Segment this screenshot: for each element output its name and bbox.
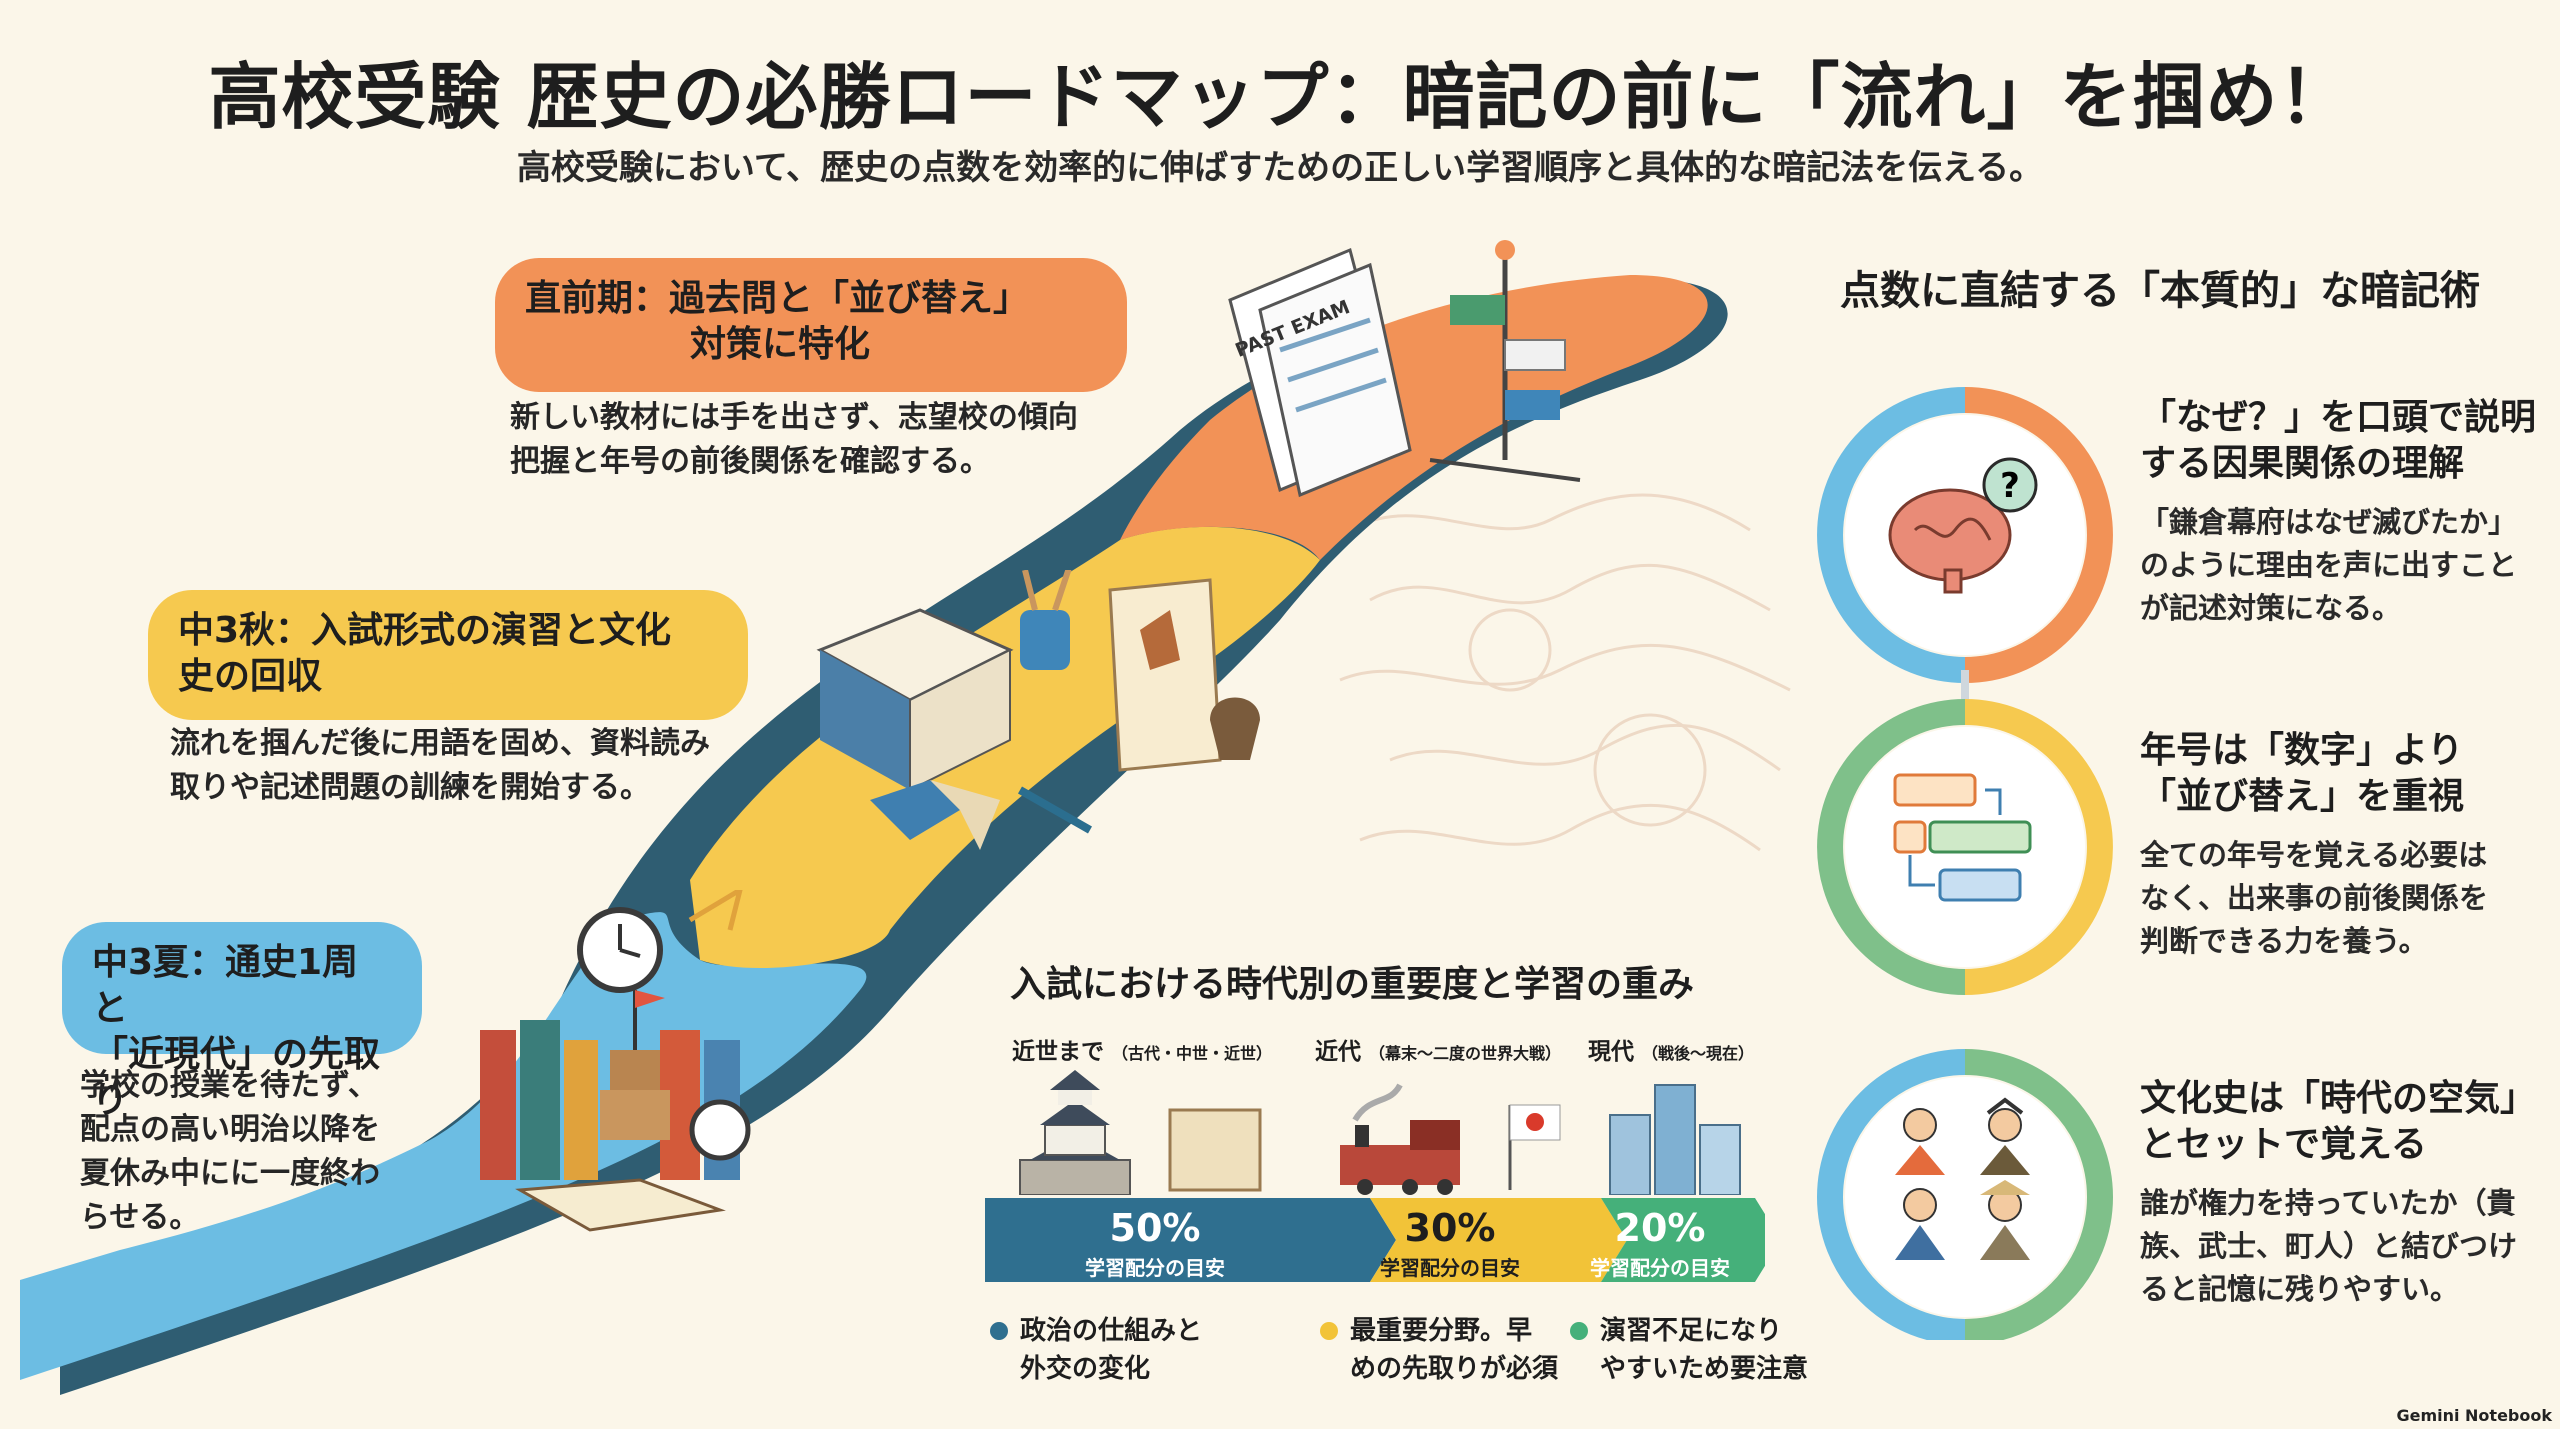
technique-2-title: 年号は「数字」より「並び替え」を重視 bbox=[2140, 730, 2465, 817]
technique-2-desc: 全ての年号を覚える必要はなく、出来事の前後関係を判断できる力を養う。 bbox=[2140, 838, 2489, 958]
historical-people-icon bbox=[1895, 1097, 2030, 1260]
technique-1: 「なぜ？」を口頭で説明する因果関係の理解 「鎌倉幕府はなぜ滅びたか」のように理由… bbox=[2140, 395, 2550, 630]
brand-label: Gemini Notebook bbox=[2396, 1406, 2552, 1425]
page-title: 高校受験 歴史の必勝ロードマップ：暗記の前に「流れ」を掴め！ bbox=[208, 55, 2352, 139]
technique-1-title: 「なぜ？」を口頭で説明する因果関係の理解 bbox=[2140, 397, 2537, 484]
scroll-icon bbox=[1168, 1108, 1262, 1192]
page-subtitle: 高校受験において、歴史の点数を効率的に伸ばすための正しい学習順序と具体的な暗記法… bbox=[516, 148, 2044, 188]
stage-final-desc: 新しい教材には手を出さず、志望校の傾向 把握と年号の前後関係を確認する。 bbox=[510, 400, 1078, 479]
steam-train-icon bbox=[1340, 1083, 1460, 1195]
note-dot-early bbox=[990, 1322, 1008, 1340]
era-label-contemporary: 現代 （戦後～現在） bbox=[1588, 1039, 1755, 1065]
svg-text:?: ? bbox=[2000, 466, 2020, 506]
book-scroll-puzzle-illustration bbox=[816, 570, 1260, 850]
stage-autumn-bubble: 中3秋：入試形式の演習と文化 史の回収 bbox=[148, 590, 748, 720]
note-early: 政治の仕組みと外交の変化 bbox=[1020, 1316, 1203, 1384]
bar-label-early-sub: 学習配分の目安 bbox=[1085, 1256, 1225, 1280]
note-dot-contemporary bbox=[1570, 1322, 1588, 1340]
stage-autumn-desc: 流れを掴んだ後に用語を固め、資料読み 取りや記述問題の訓練を開始する。 bbox=[170, 726, 710, 805]
japan-flag-icon bbox=[1508, 1104, 1561, 1190]
stage-final-bubble: 直前期：過去問と「並び替え」 対策に特化 bbox=[495, 258, 1127, 392]
chart-title: 入試における時代別の重要度と学習の重み bbox=[1010, 964, 1695, 1005]
books-clock-illustration bbox=[480, 890, 751, 1232]
stage-summer-bubble: 中3夏：通史1周と 「近現代」の先取り bbox=[62, 922, 422, 1121]
past-exam-illustration bbox=[1228, 240, 1581, 498]
technique-3-desc: 誰が権力を持っていたか（貴族、武士、町人）と結びつけると記憶に残りやすい。 bbox=[2140, 1186, 2518, 1306]
stage-final-title-1: 直前期：過去問と「並び替え」 bbox=[525, 278, 1030, 319]
note-contemporary: 演習不足になりやすいため要注意 bbox=[1600, 1316, 1809, 1384]
stage-final-title-2: 対策に特化 bbox=[690, 324, 871, 365]
path-blue-segment bbox=[20, 912, 867, 1380]
note-modern: 最重要分野。早めの先取りが必須 bbox=[1350, 1316, 1559, 1384]
stage-summer-desc: 学校の授業を待たず、 配点の高い明治以降を 夏休み中にに一度終わ らせる。 bbox=[80, 1068, 380, 1235]
era-label-modern: 近代 （幕末～二度の世界大戦） bbox=[1315, 1039, 1562, 1065]
technique-3: 文化史は「時代の空気」とセットで覚える 誰が権力を持っていたか（貴族、武士、町人… bbox=[2140, 1076, 2550, 1311]
bar-segment-2 bbox=[1601, 1198, 1765, 1282]
bar-segment-1 bbox=[1370, 1198, 1627, 1282]
technique-2: 年号は「数字」より「並び替え」を重視 全ての年号を覚える必要はなく、出来事の前後… bbox=[2140, 728, 2550, 963]
note-dot-modern bbox=[1320, 1322, 1338, 1340]
bar-segment-0 bbox=[985, 1198, 1396, 1282]
bar-label-modern-sub: 学習配分の目安 bbox=[1380, 1256, 1520, 1280]
brain-question-icon: ? bbox=[1888, 457, 2038, 594]
sequence-flow-icon bbox=[1893, 773, 2032, 902]
technique-3-title: 文化史は「時代の空気」とセットで覚える bbox=[2140, 1078, 2537, 1165]
bar-label-contemporary-sub: 学習配分の目安 bbox=[1590, 1256, 1730, 1280]
modern-buildings-icon bbox=[1609, 1084, 1741, 1195]
bar-label-contemporary-pct: 20% bbox=[1614, 1206, 1706, 1250]
era-weight-bar bbox=[985, 1198, 1765, 1282]
era-illustrations bbox=[1019, 1070, 1741, 1195]
technique-1-desc: 「鎌倉幕府はなぜ滅びたか」のように理由を声に出すことが記述対策になる。 bbox=[2140, 505, 2518, 625]
castle-icon bbox=[1019, 1070, 1131, 1195]
era-label-early: 近世まで （古代・中世・近世） bbox=[1012, 1039, 1273, 1065]
bar-label-modern-pct: 30% bbox=[1404, 1206, 1496, 1250]
background-map-decoration bbox=[1339, 493, 1791, 852]
bar-label-early-pct: 50% bbox=[1109, 1206, 1201, 1250]
techniques-heading: 点数に直結する「本質的」な暗記術 bbox=[1840, 268, 2480, 314]
